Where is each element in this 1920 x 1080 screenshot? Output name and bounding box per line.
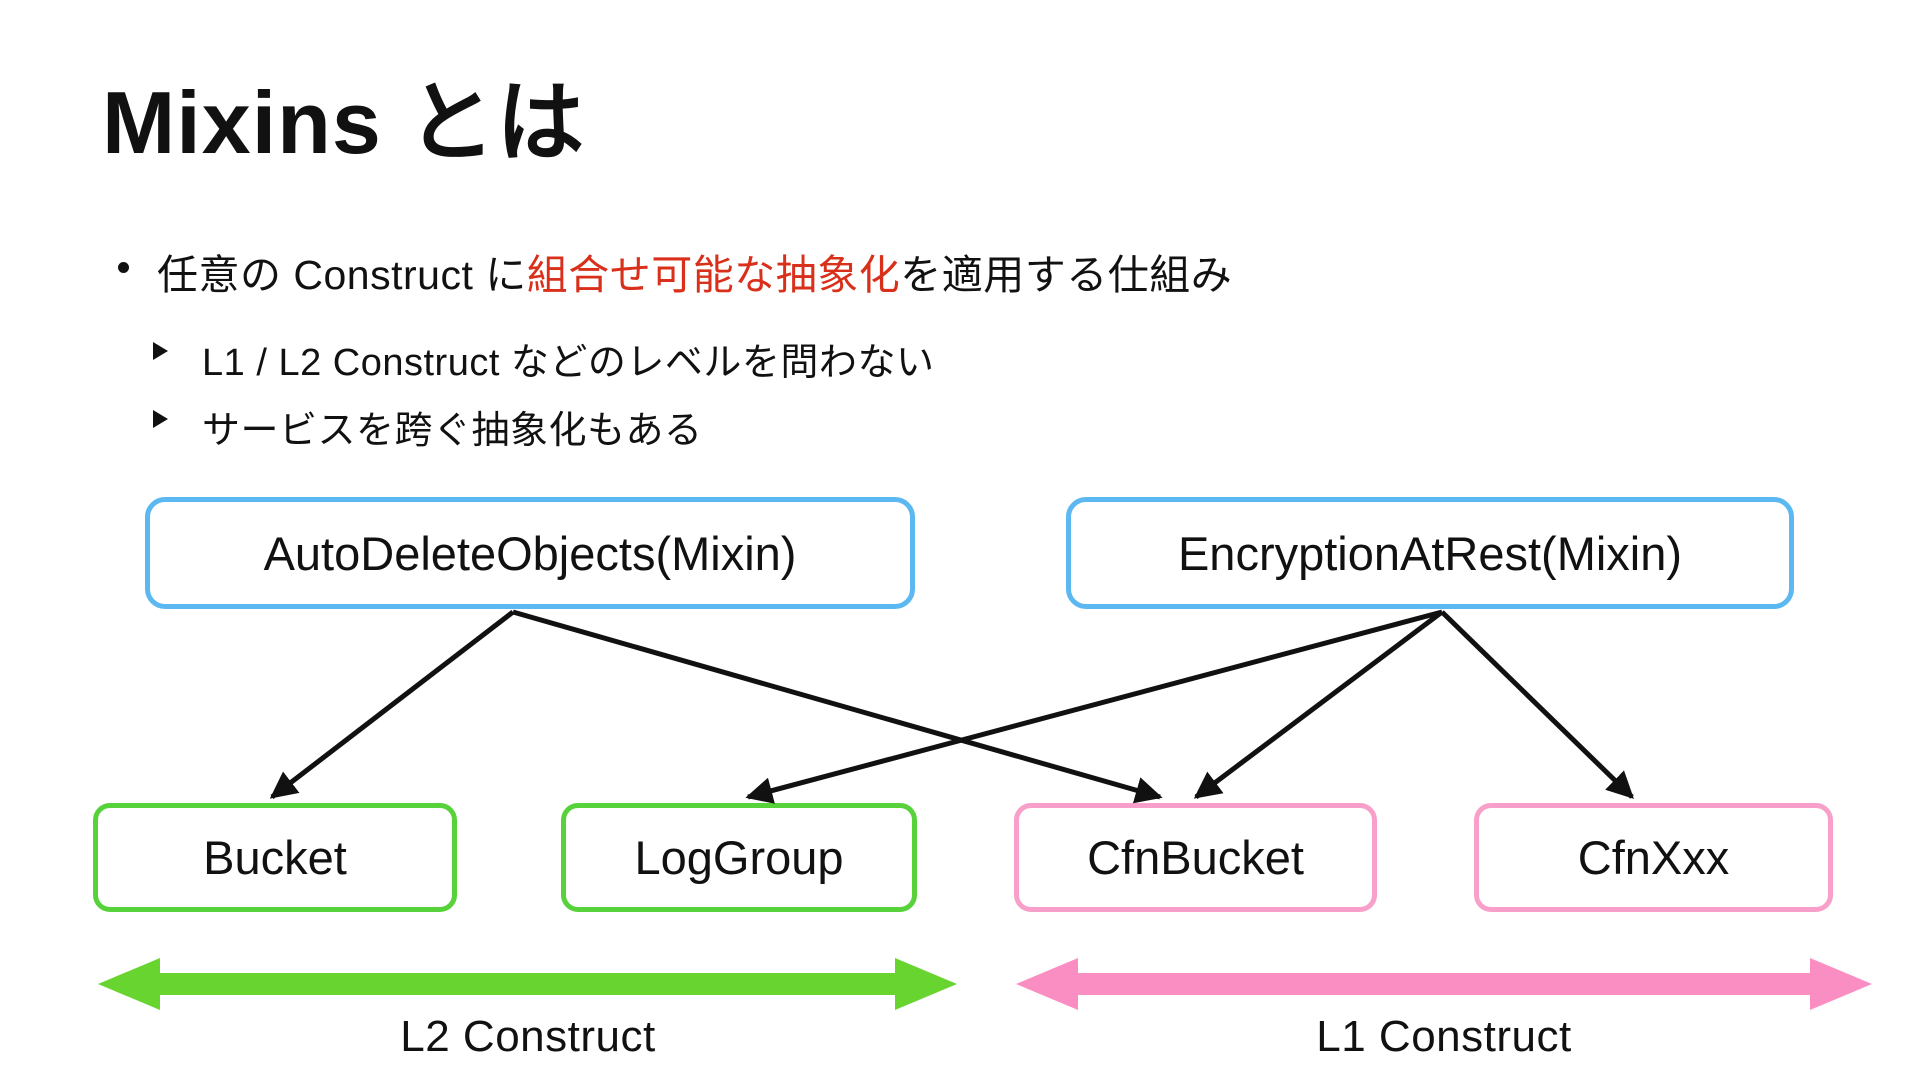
node-bucket: Bucket — [93, 803, 457, 912]
node-encryptionatrest-mixin: EncryptionAtRest(Mixin) — [1066, 497, 1794, 609]
l1-range-arrow-icon — [1016, 958, 1872, 1010]
sub-bullet-triangle-icon — [153, 342, 168, 360]
sub-bullet-1: L1 / L2 Construct などのレベルを問わない — [202, 342, 935, 384]
sub-bullet-triangle-icon — [153, 410, 168, 428]
l2-construct-label: L2 Construct — [400, 1012, 656, 1061]
node-label: Bucket — [203, 831, 347, 884]
node-cfnbucket: CfnBucket — [1014, 803, 1377, 912]
sub-bullet-2: サービスを跨ぐ抽象化もある — [202, 410, 703, 452]
node-loggroup: LogGroup — [561, 803, 917, 912]
node-label: AutoDeleteObjects(Mixin) — [263, 526, 797, 580]
bullet-line-1: 任意の Construct に組合せ可能な抽象化を適用する仕組み — [157, 241, 1232, 301]
l1-construct-label: L1 Construct — [1316, 1012, 1572, 1061]
edge-encryption-to-cfnxxx — [1440, 610, 1634, 799]
node-cfnxxx: CfnXxx — [1474, 803, 1833, 912]
bullet-1-segment-plain: 任意の Construct に — [157, 252, 527, 298]
page-title: Mixins とは — [102, 73, 586, 172]
edge-encryption-to-loggroup — [745, 609, 1443, 804]
node-label: LogGroup — [634, 831, 844, 884]
node-autodeleteobjects-mixin: AutoDeleteObjects(Mixin) — [145, 497, 915, 609]
node-label: EncryptionAtRest(Mixin) — [1177, 526, 1683, 580]
node-label: CfnXxx — [1577, 831, 1730, 884]
edge-encryption-to-cfnbucket — [1193, 610, 1444, 799]
bullet-dot-icon — [118, 262, 129, 273]
edge-autodelete-to-cfnbucket — [512, 609, 1163, 804]
edge-autodelete-to-bucket — [269, 610, 515, 799]
bullet-1-segment-plain: を適用する仕組み — [900, 252, 1233, 298]
l2-range-arrow-icon — [98, 958, 957, 1010]
bullet-1-segment-highlight: 組合せ可能な抽象化 — [526, 252, 901, 298]
node-label: CfnBucket — [1087, 831, 1304, 884]
